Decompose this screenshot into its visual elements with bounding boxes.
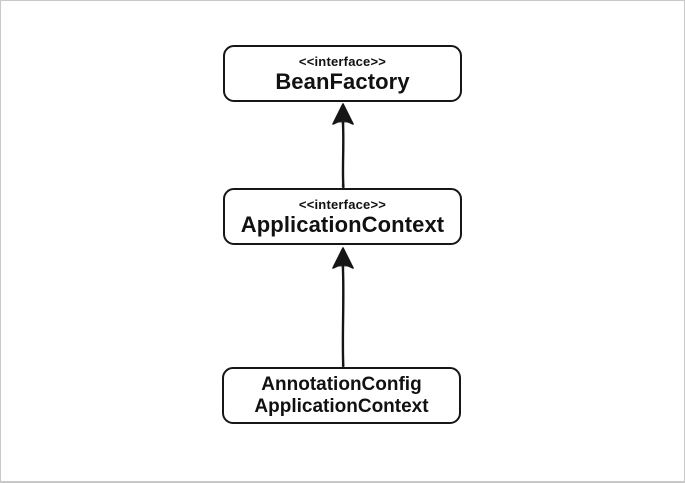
annotation-config-label-line1: AnnotationConfig (261, 374, 422, 395)
node-application-context: <<interface>> ApplicationContext (223, 188, 462, 245)
annotation-config-label-line2: ApplicationContext (254, 395, 429, 417)
arrowhead-icon (332, 103, 354, 125)
bean-factory-label: BeanFactory (275, 68, 410, 94)
node-bean-factory: <<interface>> BeanFactory (223, 45, 462, 102)
bean-factory-stereotype: <<interface>> (298, 53, 387, 69)
application-context-stereotype: <<interface>> (298, 196, 387, 212)
inheritance-arrow-annotation-config-to-application-context (332, 247, 354, 368)
application-context-label: ApplicationContext (240, 211, 445, 237)
inheritance-arrow-application-context-to-bean-factory (332, 103, 354, 189)
arrowhead-icon (332, 247, 354, 269)
node-annotation-config-application-context: AnnotationConfig ApplicationContext (222, 367, 461, 424)
